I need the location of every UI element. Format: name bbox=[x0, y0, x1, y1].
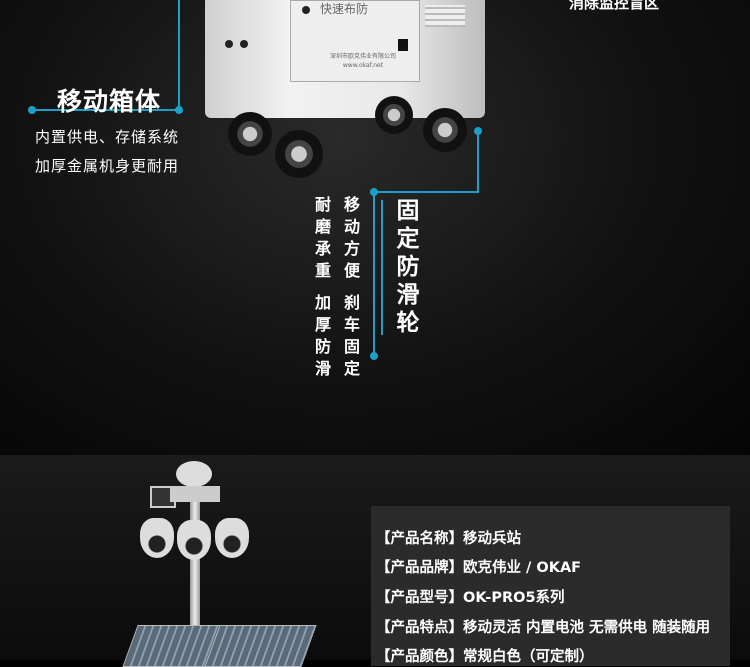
cabinet-door-url: www.okaf.net bbox=[342, 62, 384, 69]
cabinet-vents bbox=[425, 5, 465, 27]
callout-line bbox=[34, 109, 179, 111]
cabinet-door-company: 深圳市欧克伟业有限公司 www.okaf.net bbox=[318, 52, 408, 70]
wheels-feature: 移动方便 bbox=[341, 196, 360, 284]
callout-dot bbox=[175, 106, 183, 114]
product-info-line: 【产品名称】移动兵站 bbox=[376, 531, 521, 547]
camera-icon bbox=[177, 520, 211, 560]
camera-icon bbox=[215, 518, 249, 558]
wheels-feature: 耐磨承重 bbox=[312, 196, 331, 284]
callout-dot bbox=[370, 188, 378, 196]
speaker-icon bbox=[176, 461, 212, 487]
crossbar bbox=[170, 486, 220, 502]
mobile-box-title: 移动箱体 bbox=[57, 87, 162, 116]
cabinet-door-company-name: 深圳市欧克伟业有限公司 bbox=[329, 53, 396, 60]
wheel-icon bbox=[375, 96, 413, 134]
callout-line bbox=[178, 0, 180, 110]
knob-icon bbox=[225, 40, 233, 48]
camera-icon bbox=[140, 518, 174, 558]
callout-line bbox=[374, 191, 479, 193]
wheel-icon bbox=[423, 108, 467, 152]
callout-line bbox=[373, 193, 375, 355]
callout-line bbox=[381, 200, 383, 335]
cabinet-door-brand: 快速布防 bbox=[320, 2, 369, 16]
wheel-icon bbox=[275, 130, 323, 178]
top-right-caption: 消除监控盲区 bbox=[569, 0, 660, 12]
product-info-box bbox=[371, 506, 730, 666]
product-info-line: 【产品品牌】欧克伟业 / OKAF bbox=[376, 560, 582, 576]
product-info-line: 【产品特点】移动灵活 内置电池 无需供电 随装随用 bbox=[376, 620, 711, 636]
knob-icon bbox=[240, 40, 248, 48]
callout-dot bbox=[28, 106, 36, 114]
product-info-line: 【产品颜色】常规白色（可定制） bbox=[376, 649, 594, 665]
wheels-feature: 加厚防滑 bbox=[312, 294, 331, 382]
pole bbox=[190, 500, 200, 660]
mobile-box-line: 加厚金属机身更耐用 bbox=[35, 157, 180, 175]
knob-icon bbox=[302, 6, 310, 14]
wheels-title: 固定防滑轮 bbox=[392, 198, 418, 338]
solar-panel bbox=[204, 625, 317, 667]
callout-line bbox=[477, 131, 479, 193]
wheel-icon bbox=[228, 112, 272, 156]
wheels-feature: 刹车固定 bbox=[341, 294, 360, 382]
mobile-box-line: 内置供电、存储系统 bbox=[35, 128, 180, 146]
product-info-line: 【产品型号】OK-PRO5系列 bbox=[376, 590, 565, 606]
lock-icon bbox=[398, 39, 408, 51]
callout-dot bbox=[370, 352, 378, 360]
